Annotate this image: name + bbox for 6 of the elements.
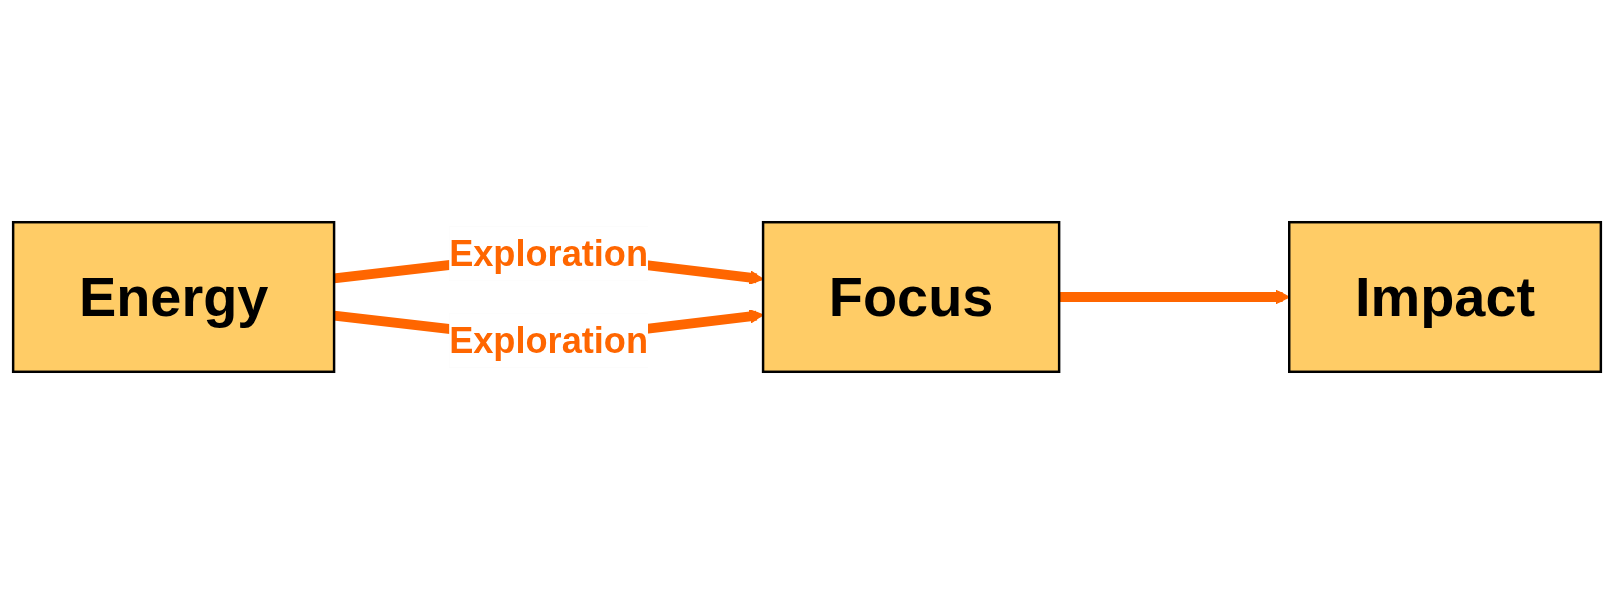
node-box: Impact [1288,221,1603,373]
node-box: Energy [11,221,336,373]
node-box: Focus [761,221,1061,373]
edge-label: Exploration [449,232,649,274]
edge-label: Exploration [449,320,649,362]
arrow [1059,289,1290,305]
